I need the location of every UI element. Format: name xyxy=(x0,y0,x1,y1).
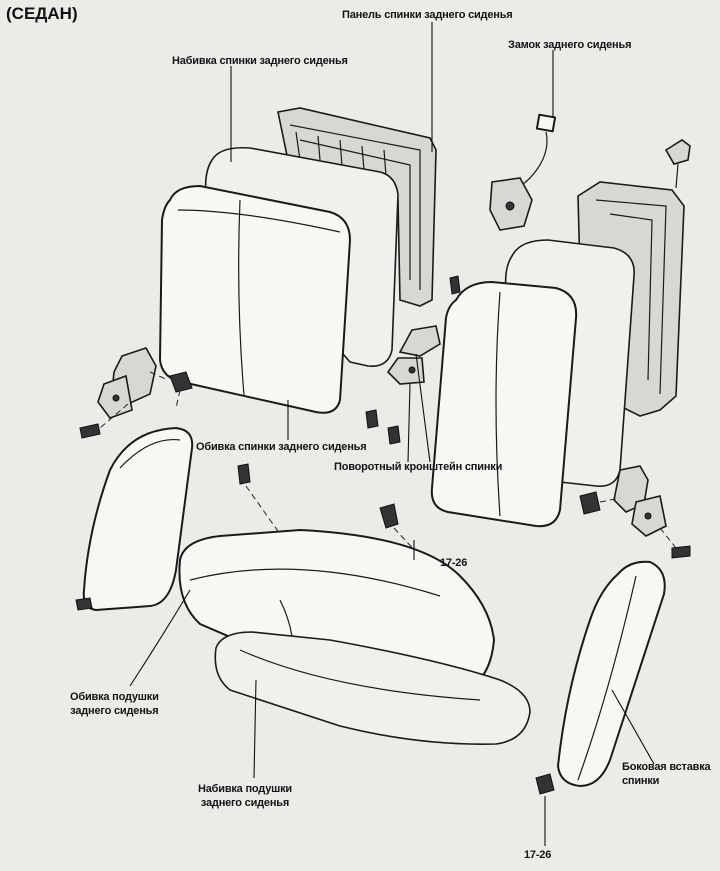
pivot-bracket xyxy=(365,275,461,445)
right-hinge xyxy=(579,465,691,559)
model-label: (СЕДАН) xyxy=(6,4,78,23)
label-cushion-padding: Набивка подушки заднего сиденья xyxy=(198,782,292,810)
label-cushion-cover-line-1: Обивка подушки xyxy=(70,691,159,703)
label-side-bolster-line-2: спинки xyxy=(622,775,660,787)
label-seatback-panel: Панель спинки заднего сиденья xyxy=(342,9,513,21)
label-cushion-cover: Обивка подушки заднего сиденья xyxy=(70,690,159,718)
right-side-bolster xyxy=(535,560,666,795)
label-side-bolster-line-1: Боковая вставка xyxy=(622,761,711,773)
label-cushion-cover-line-2: заднего сиденья xyxy=(70,705,159,717)
label-cushion-padding-line-1: Набивка подушки xyxy=(198,783,292,795)
label-torque-1: 17-26 xyxy=(440,557,468,569)
left-seatback-panel xyxy=(277,107,437,307)
leader-lines xyxy=(129,22,655,846)
label-side-bolster: Боковая вставка спинки xyxy=(622,760,711,788)
label-seatback-padding: Набивка спинки заднего сиденья xyxy=(172,55,348,67)
label-torque-2: 17-26 xyxy=(524,849,552,861)
seatback-lock xyxy=(489,113,557,231)
left-side-bolster xyxy=(75,427,194,611)
left-hinge xyxy=(79,347,193,439)
left-seatback-cover xyxy=(159,185,351,414)
label-pivot-bracket: Поворотный кронштейн спинки xyxy=(334,461,503,473)
right-seatback-cover xyxy=(430,281,578,528)
label-cushion-padding-line-2: заднего сиденья xyxy=(200,797,290,809)
cushion-padding xyxy=(214,631,531,745)
label-seatback-cover: Обивка спинки заднего сиденья xyxy=(196,441,367,453)
label-seatback-lock: Замок заднего сиденья xyxy=(508,39,632,51)
